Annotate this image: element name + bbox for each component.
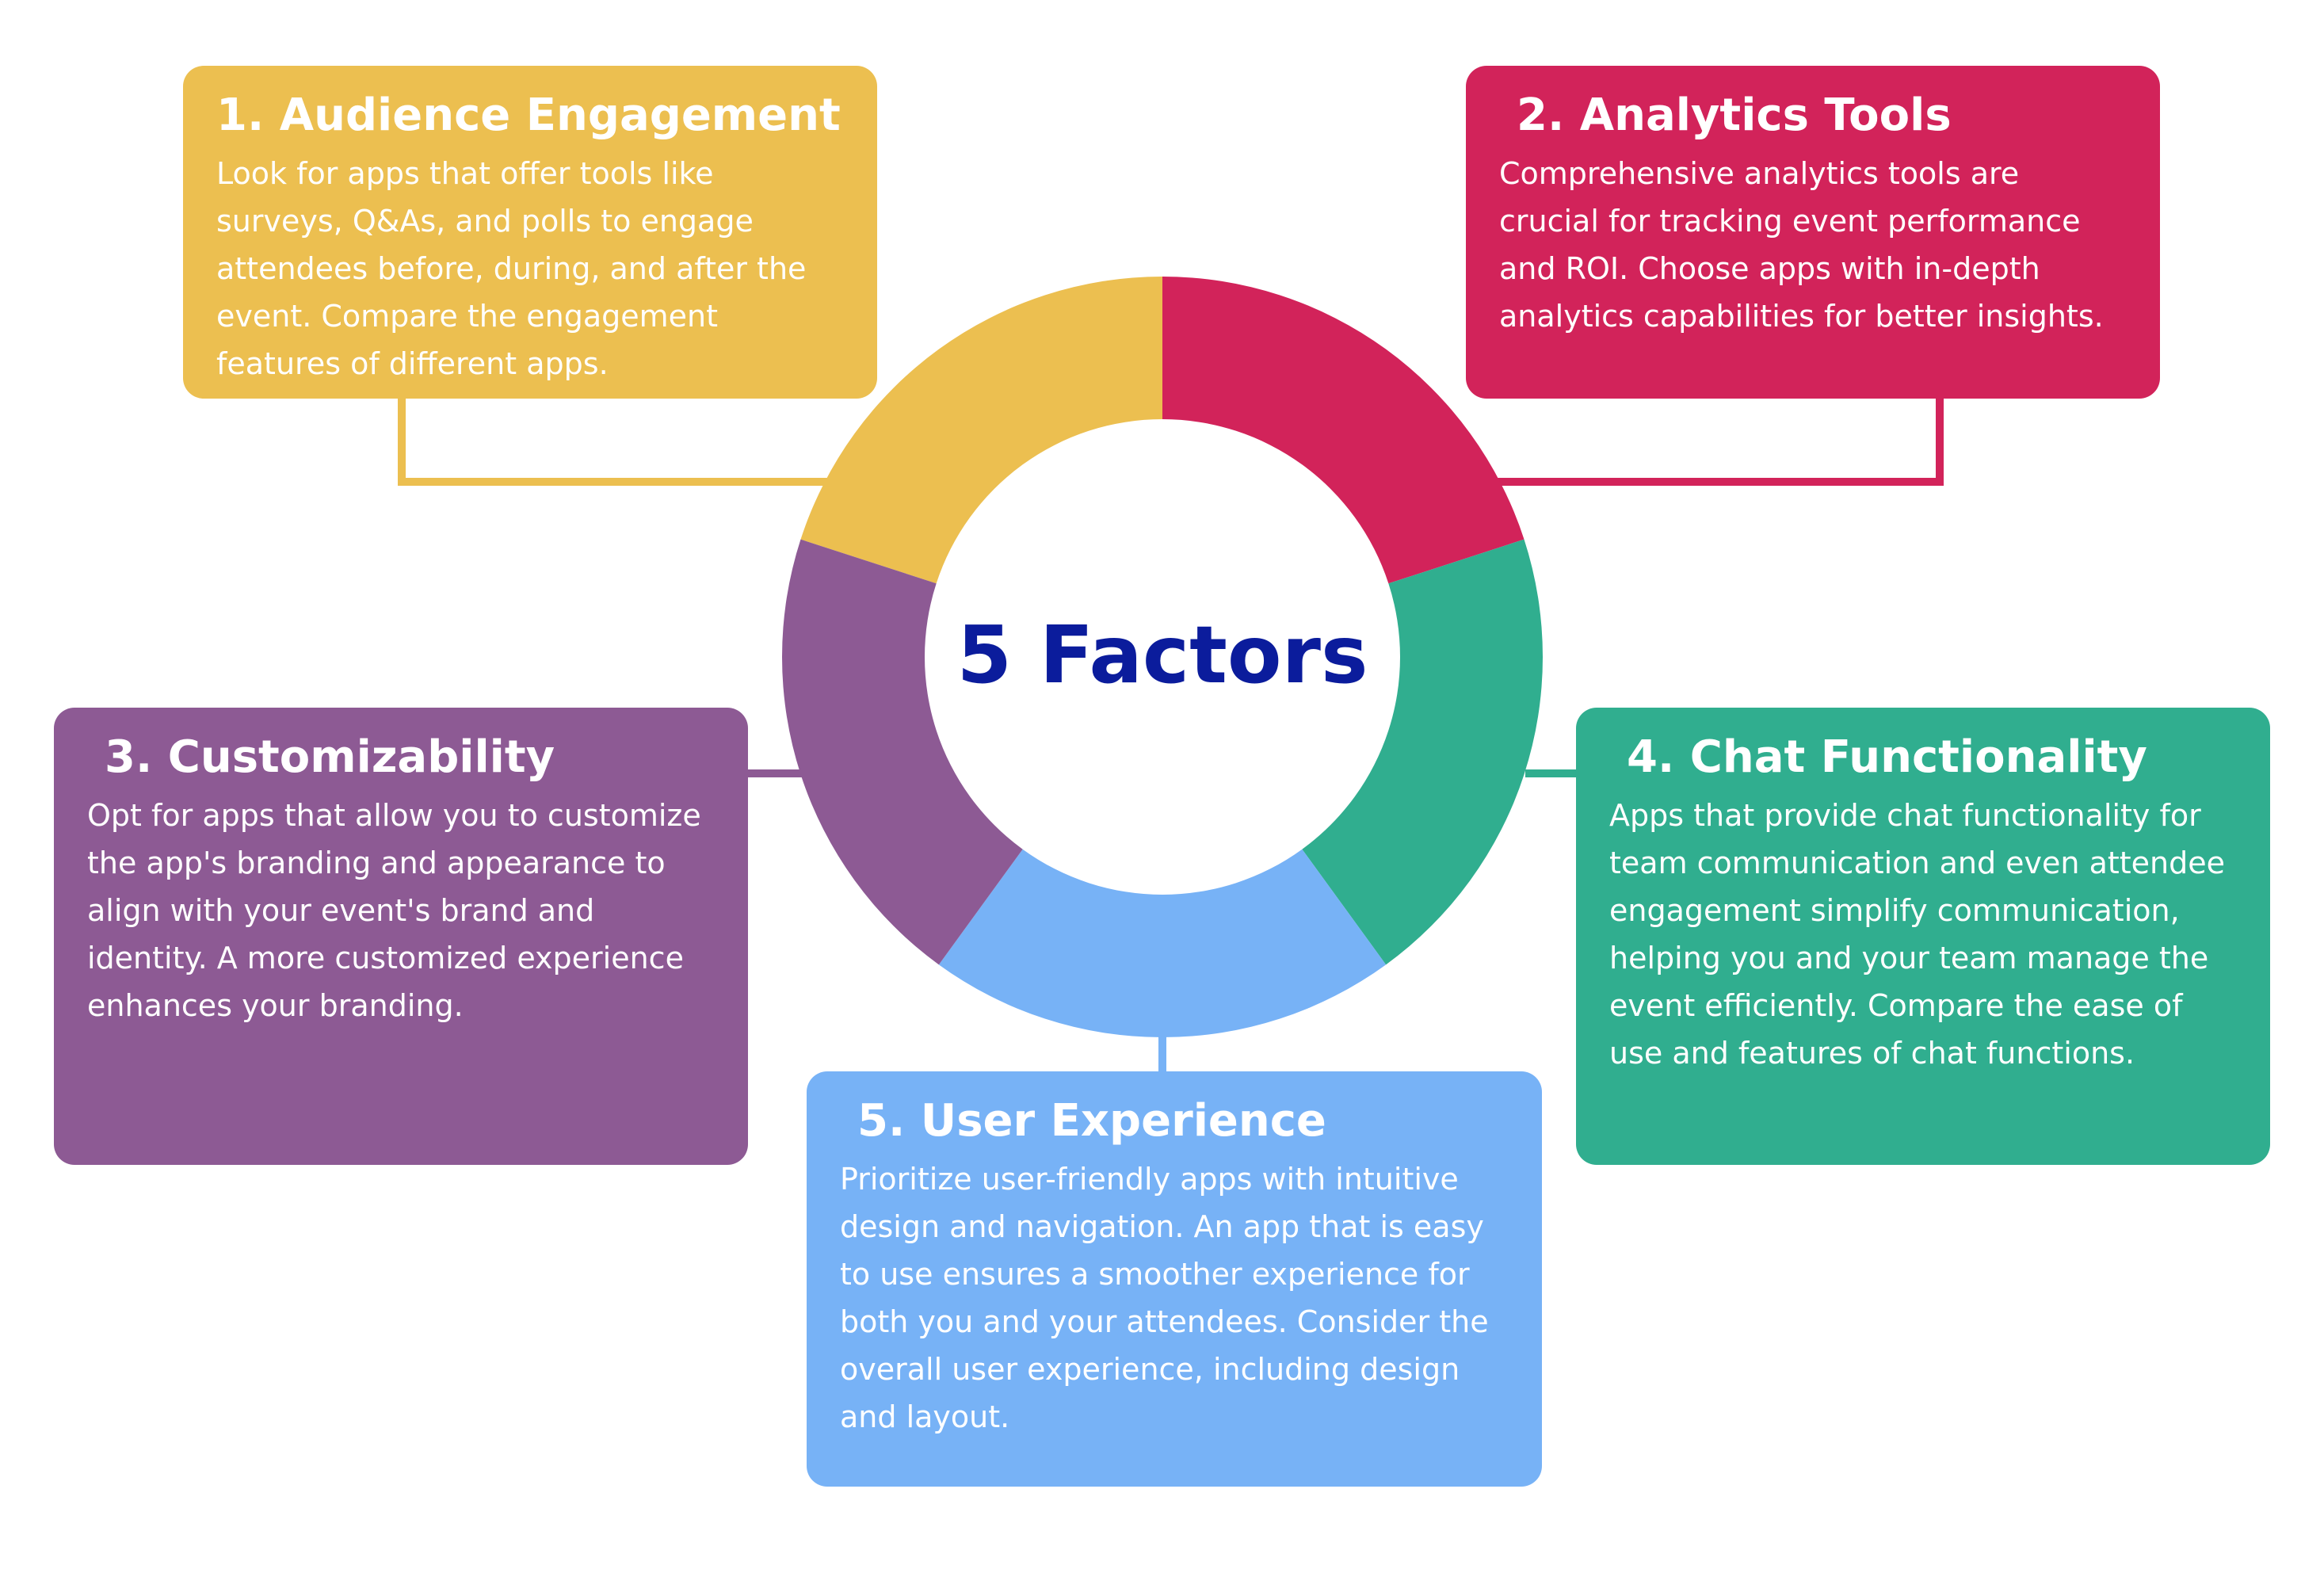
connector-audience-engagement <box>398 399 832 486</box>
factor-title: 2. Analytics Tools <box>1517 90 1952 141</box>
donut-ring <box>782 277 1544 1038</box>
factor-card-chat-functionality: 4. Chat Functionality Apps that provide … <box>1576 708 2270 1165</box>
factor-card-analytics-tools: 2. Analytics Tools Comprehensive analyti… <box>1466 66 2160 399</box>
connector-analytics-tools <box>1490 399 1944 486</box>
factor-title: 1. Audience Engagement <box>216 90 841 141</box>
factor-description: Opt for apps that allow you to customize… <box>87 798 701 1023</box>
factor-title: 3. Customizability <box>105 731 555 783</box>
factor-card-customizability: 3. Customizability Opt for apps that all… <box>54 708 748 1165</box>
factor-description: Apps that provide chat functionality for… <box>1609 798 2226 1071</box>
factor-description: Look for apps that offer tools like surv… <box>216 156 807 381</box>
factor-title: 4. Chat Functionality <box>1627 731 2147 783</box>
ring-segment-user-experience <box>938 849 1387 1038</box>
center-label: 5 Factors <box>956 609 1368 701</box>
ring-segment-analytics-tools <box>1162 277 1525 584</box>
ring-segment-chat-functionality <box>1302 539 1544 965</box>
factor-title: 5. User Experience <box>857 1095 1326 1147</box>
factor-card-audience-engagement: 1. Audience Engagement Look for apps tha… <box>183 66 877 399</box>
factor-description: Comprehensive analytics tools are crucia… <box>1499 156 2104 334</box>
ring-segment-audience-engagement <box>800 277 1162 584</box>
factor-card-user-experience: 5. User Experience Prioritize user-frien… <box>807 1071 1542 1487</box>
factor-description: Prioritize user-friendly apps with intui… <box>840 1162 1489 1434</box>
ring-segment-customizability <box>782 539 1023 965</box>
